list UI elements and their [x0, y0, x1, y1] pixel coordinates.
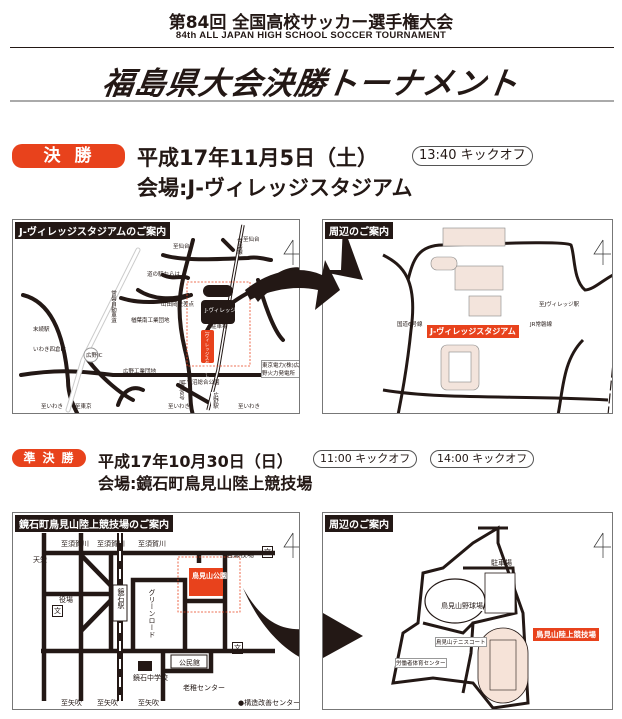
map-label: 至いわき	[41, 404, 64, 410]
semifinal-kickoff-1: 11:00 キックオフ	[313, 450, 418, 468]
semifinal-date: 平成17年10月30日（日）	[98, 452, 293, 471]
map-label: 至矢吹	[138, 699, 159, 707]
map-label: 至矢吹	[61, 699, 82, 707]
map-label: 至東京	[75, 404, 92, 410]
map-label: 広野駅	[211, 392, 219, 409]
semifinal-kickoff-2: 14:00 キックオフ	[430, 450, 535, 468]
area-lines	[323, 525, 611, 709]
map-label: 老稚センター	[183, 684, 225, 692]
stadium-callout: J-ヴィレッジスタジアム	[427, 325, 519, 338]
station-label: 鏡石駅	[117, 588, 125, 609]
map-label: 至仙台	[173, 244, 190, 250]
map-label: 至須賀川	[97, 540, 125, 548]
toriyama-area-map: 周辺のご案内 駐車場 鳥見山野球場 鳥見山テニスコート 労働者体育センター 鳥見…	[322, 512, 613, 710]
map-label: 岩瀬牧場	[226, 551, 254, 559]
tournament-subtitle: 84th ALL JAPAN HIGH SCHOOL SOCCER TOURNA…	[175, 30, 447, 41]
map-label: 天栄	[33, 556, 47, 564]
map-label: 労働者体育センター	[395, 658, 447, 668]
map-label: 鏡石中学校	[133, 674, 168, 682]
map-title: 鏡石町鳥見山陸上競技場のご案内	[15, 515, 173, 532]
map-label: 公民館	[179, 659, 200, 667]
map-title: J-ヴィレッジスタジアムのご案内	[15, 222, 171, 239]
map-label: 広野IC	[86, 353, 103, 359]
final-date: 平成17年11月5日（土）	[137, 146, 379, 170]
map-label: 鳥見山テニスコート	[435, 637, 487, 647]
map-label: 二ツ沼総合公園	[181, 380, 220, 386]
map-label: 国道6号	[178, 380, 184, 400]
jvillage-area-map: 周辺のご案内 J-ヴィレッジスタジアム 国道6号線 JR常磐線 至Jヴィレッジ駅	[322, 219, 613, 414]
map-label: 至須賀川	[61, 540, 89, 548]
semifinal-venue: 会場:鏡石町鳥見山陸上競技場	[98, 474, 313, 493]
final-badge: 決勝	[12, 144, 125, 168]
map-label: JR常磐線	[530, 322, 552, 328]
map-label: 末続駅	[33, 327, 50, 333]
divider	[10, 100, 614, 102]
map-label: 国道6号線	[397, 322, 423, 328]
area-lines	[323, 225, 612, 413]
map-label: 駐車場	[211, 324, 228, 330]
map-label: 常磐線	[236, 238, 242, 255]
map-label: 役場	[59, 596, 73, 604]
final-kickoff: 13:40 キックオフ	[412, 146, 533, 166]
page-title: 福島県大会決勝トーナメント	[99, 66, 522, 102]
map-label: ●構造改善センター	[238, 699, 300, 707]
tournament-title: 第84回 全国高校サッカー選手権大会	[168, 13, 454, 33]
school-icon: 文	[262, 546, 273, 558]
map-label: 至いわき	[238, 404, 261, 410]
map-label: 至矢吹	[97, 699, 118, 707]
kagamiishi-access-map: 鏡石町鳥見山陸上競技場のご案内 鳥見山公園 至須賀川 至須賀川 至須賀川 天栄 …	[12, 512, 300, 710]
map-label: 至いわき	[168, 404, 191, 410]
semifinal-badge: 準決勝	[12, 449, 86, 467]
map-label: 至須賀川	[138, 540, 166, 548]
map-label: J-ヴィレッジ	[205, 308, 236, 314]
school-icon: 文	[232, 642, 243, 654]
map-label: 駐車場	[491, 559, 512, 567]
map-label: グリーンロード	[148, 589, 156, 638]
map-label: 常磐自動車道	[110, 290, 116, 323]
stadium-callout: 鳥見山陸上競技場	[533, 628, 599, 641]
final-venue: 会場:J-ヴィレッジスタジアム	[137, 176, 413, 200]
divider	[10, 47, 614, 48]
map-label: 山田岡交差点	[161, 302, 195, 308]
map-title: 周辺のご案内	[325, 515, 393, 532]
map-label: 楢葉南工業団地	[131, 318, 170, 324]
map-label: 至仙台	[243, 237, 260, 243]
map-label: いわき四倉IC	[33, 347, 66, 353]
jvillage-access-map: J-ヴィレッジスタジアムのご案内 至仙台 至仙台 道の駅ならは 山田岡交差点 楢…	[12, 219, 300, 414]
map-label: 鳥見山野球場	[441, 601, 483, 611]
arrow-icon	[245, 260, 340, 310]
map-label: 道の駅ならは	[147, 272, 181, 278]
park-marker: 鳥見山公園	[189, 568, 227, 596]
map-label: Jヴィレッジスタジアム	[204, 332, 209, 379]
map-label: 東京電力(株)広野火力発電所	[261, 360, 299, 378]
map-label: 至Jヴィレッジ駅	[539, 302, 580, 308]
road-lines	[41, 532, 299, 701]
school-icon: 文	[52, 605, 63, 617]
road-lines	[19, 224, 299, 413]
map-title: 周辺のご案内	[325, 222, 393, 239]
map-label: 広野工業団地	[123, 369, 157, 375]
